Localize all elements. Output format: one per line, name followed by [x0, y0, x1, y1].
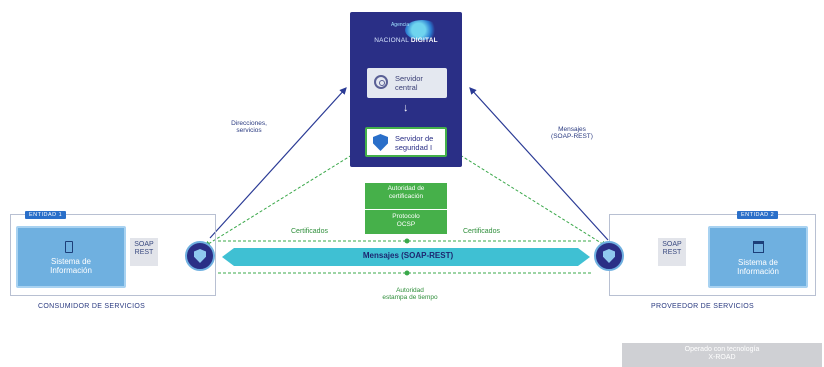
entity1-security-shield-icon: [185, 241, 215, 271]
provider-label: PROVEEDOR DE SERVICIOS: [651, 303, 754, 310]
ocsp-line-1: Protocolo: [392, 213, 420, 220]
ocsp-box: Protocolo OCSP: [365, 210, 447, 234]
certificates-dashed-left: [204, 149, 361, 247]
messages-main-label: Mensajes (SOAP-REST): [362, 251, 454, 260]
messages-top-label: Mensajes(SOAP-REST): [551, 126, 593, 140]
cert-authority-line-2: certificación: [388, 193, 424, 200]
consumer-label: CONSUMIDOR DE SERVICIOS: [38, 303, 146, 310]
entity2-security-shield-icon: [594, 241, 624, 271]
directions-arrow: [209, 87, 347, 239]
certification-authority-box: Autoridad de certificación: [365, 183, 447, 209]
messages-top-arrow: [469, 87, 609, 241]
certificates-left-label: Certificados: [291, 228, 328, 235]
building-icon: [753, 241, 764, 253]
mobile-icon: [65, 241, 73, 253]
time-connector-dot: [404, 270, 410, 276]
agency-logo: NACIONAL DIGITAL: [374, 37, 438, 44]
security-server-label-1: Servidor de: [395, 134, 434, 143]
server-gear-icon: [374, 75, 388, 89]
ocsp-connector-dot: [404, 238, 410, 244]
entity2-tag: ENTIDAD 2: [737, 211, 779, 219]
central-server-label-2: central: [395, 83, 418, 92]
shield-icon: [373, 134, 388, 151]
entity1-frame: [10, 214, 216, 296]
certificates-dashed-right: [451, 149, 607, 247]
agency-logo-icon: [405, 20, 439, 40]
logo-small-text: Agencia: [390, 22, 410, 28]
security-server-label-2: seguridad I: [395, 143, 433, 152]
entity1-tag: ENTIDAD 1: [25, 211, 67, 219]
message-band-arrow: [222, 248, 590, 266]
central-server-label-1: Servidor: [395, 74, 423, 83]
down-arrow-icon: ↓: [403, 102, 409, 114]
ocsp-line-2: OCSP: [396, 221, 416, 228]
cert-authority-line-1: Autoridad de: [387, 185, 425, 192]
directions-label: Direcciones,servicios: [231, 120, 267, 134]
certificates-right-label: Certificados: [463, 228, 500, 235]
